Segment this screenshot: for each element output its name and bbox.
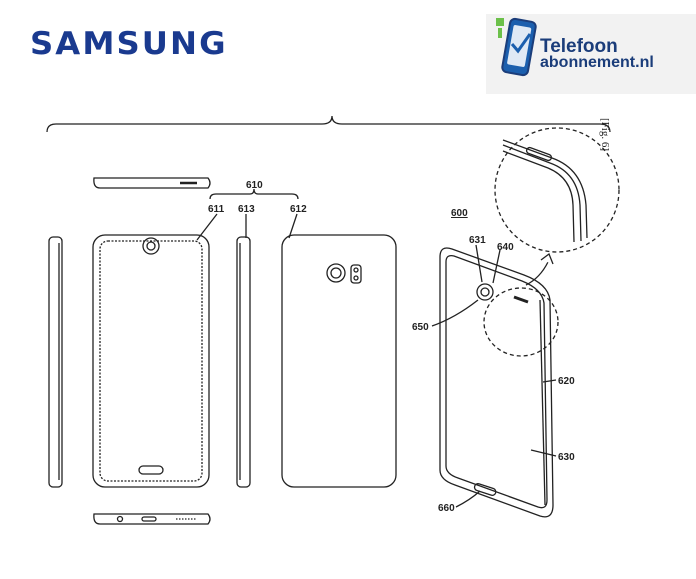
detail-circle-small bbox=[483, 287, 559, 357]
ref-631: 631 bbox=[469, 235, 486, 246]
ref-640: 640 bbox=[497, 242, 514, 253]
ref-612: 612 bbox=[290, 204, 307, 215]
phone-bottom-edge-view bbox=[93, 513, 211, 525]
ref-620: 620 bbox=[558, 376, 575, 387]
phone-rear-view bbox=[281, 234, 397, 488]
ref-630: 630 bbox=[558, 452, 575, 463]
phone-check-icon bbox=[496, 17, 537, 77]
samsung-logo: SAMSUNG bbox=[30, 26, 228, 62]
magnified-edge-detail bbox=[502, 139, 588, 243]
phone-front-view bbox=[92, 234, 210, 488]
brace-610 bbox=[209, 188, 299, 200]
detail-arrow bbox=[525, 261, 549, 286]
phone-right-side-view bbox=[236, 236, 251, 488]
ref-610: 610 bbox=[246, 180, 263, 191]
abonnement-text: abonnement.nl bbox=[540, 54, 654, 71]
ref-650: 650 bbox=[412, 322, 429, 333]
ref-611: 611 bbox=[208, 204, 225, 215]
phone-top-edge-view bbox=[93, 177, 211, 189]
telefoon-text: Telefoon bbox=[540, 36, 618, 57]
top-brace bbox=[46, 115, 611, 133]
ref-660: 660 bbox=[438, 503, 455, 514]
phone-left-side-view bbox=[48, 236, 63, 488]
ref-600: 600 bbox=[451, 208, 468, 219]
phone-perspective-view bbox=[439, 247, 554, 518]
detail-circle-magnified bbox=[494, 127, 620, 253]
ref-613: 613 bbox=[238, 204, 255, 215]
telefoon-abonnement-logo bbox=[486, 14, 696, 94]
